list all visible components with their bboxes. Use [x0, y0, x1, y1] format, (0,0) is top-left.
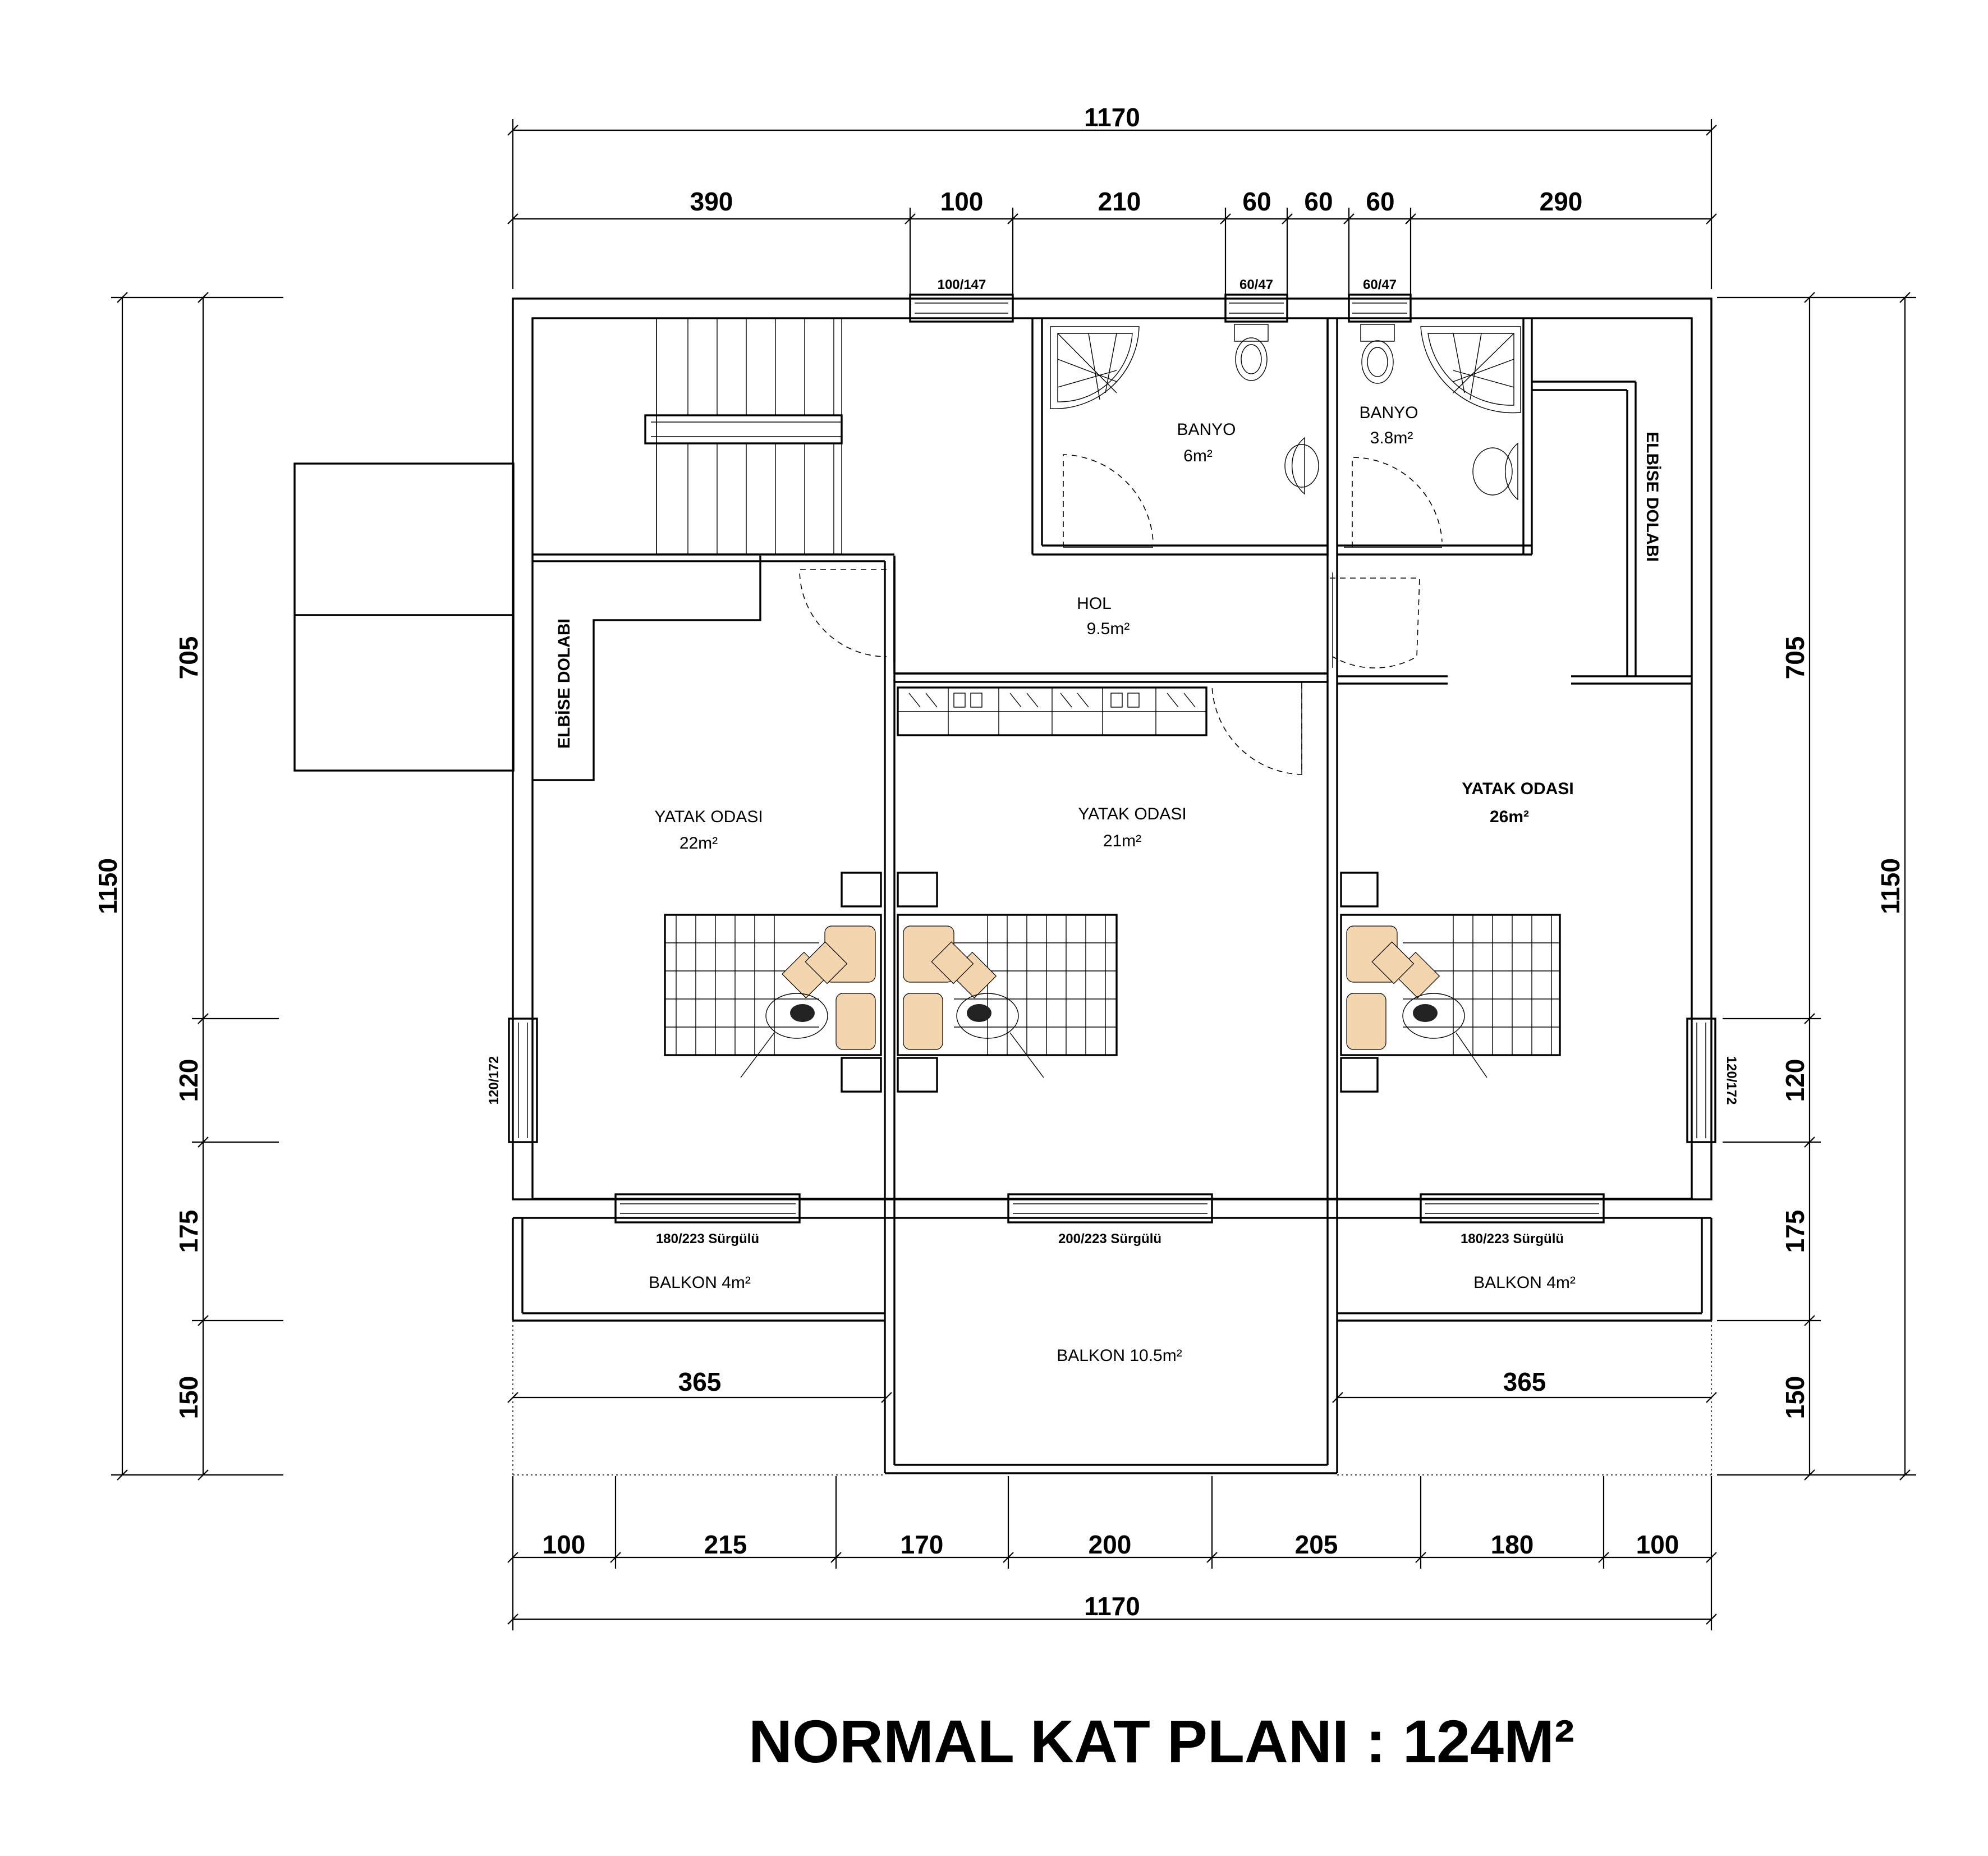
bath1-area: 6m² — [1183, 447, 1213, 465]
bed-right-name: YATAK ODASI — [1462, 780, 1573, 798]
dim-right-seg-2: 120 — [1780, 1059, 1810, 1102]
bed-left — [664, 872, 882, 1093]
bath1-name: BANYO — [1177, 420, 1236, 439]
hall-closet — [897, 686, 1208, 736]
bathroom-fixtures — [1050, 324, 1521, 501]
dimension-labels: 1170 390 100 210 60 60 60 290 100 215 17… — [93, 103, 1905, 1621]
dim-right-seg-3: 175 — [1780, 1210, 1810, 1253]
dim-bottom-seg-4: 200 — [1089, 1530, 1132, 1559]
dim-left-seg-3: 175 — [174, 1210, 203, 1253]
dim-top-seg-6: 60 — [1366, 187, 1394, 216]
staircase — [644, 318, 843, 554]
dim-bottom-seg-2: 215 — [704, 1530, 747, 1559]
dim-top-total: 1170 — [1084, 103, 1140, 132]
dim-balcony-right: 365 — [1503, 1367, 1546, 1396]
dim-bottom-seg-7: 100 — [1636, 1530, 1679, 1559]
dim-right-seg-4: 150 — [1780, 1376, 1810, 1419]
bed-left-area: 22m² — [679, 834, 718, 853]
balcony-left-label: BALKON 4m² — [649, 1273, 751, 1292]
bed-mid-name: YATAK ODASI — [1078, 805, 1186, 823]
dim-top-seg-3: 210 — [1098, 187, 1141, 216]
dim-left-seg-1: 705 — [174, 636, 203, 680]
dim-bottom-seg-6: 180 — [1491, 1530, 1534, 1559]
dim-left-seg-4: 150 — [174, 1376, 203, 1419]
bed-middle — [897, 872, 1118, 1093]
walls — [512, 297, 1712, 1475]
window-label-top-bath2: 60/47 — [1363, 277, 1397, 292]
dimension-lines — [111, 119, 1916, 1630]
windows — [508, 294, 1716, 1223]
dim-top-seg-7: 290 — [1540, 187, 1583, 216]
window-label-bottom-left: 180/223 Sürgülü — [656, 1231, 759, 1247]
window-label-right: 120/172 — [1724, 1056, 1739, 1105]
bath2-name: BANYO — [1359, 404, 1418, 422]
bed-left-name: YATAK ODASI — [654, 808, 763, 826]
balcony-mid-label: BALKON 10.5m² — [1057, 1346, 1182, 1365]
bed-right-area: 26m² — [1490, 808, 1529, 826]
dim-bottom-total: 1170 — [1084, 1592, 1140, 1621]
window-label-left: 120/172 — [486, 1056, 502, 1105]
wardrobe-right-label: ELBİSE DOLABI — [1643, 432, 1661, 562]
dim-top-seg-1: 390 — [690, 187, 733, 216]
hall-area: 9.5m² — [1087, 620, 1130, 638]
exterior-annex — [293, 462, 515, 772]
hall-name: HOL — [1077, 594, 1112, 613]
window-labels: 100/147 60/47 60/47 120/172 120/172 180/… — [486, 277, 1739, 1247]
dim-top-seg-4: 60 — [1242, 187, 1271, 216]
dim-bottom-seg-3: 170 — [901, 1530, 944, 1559]
wardrobe-left-label: ELBİSE DOLABI — [555, 618, 573, 749]
dim-top-seg-5: 60 — [1304, 187, 1333, 216]
doors — [799, 454, 1443, 775]
window-label-bottom-mid: 200/223 Sürgülü — [1058, 1231, 1161, 1247]
window-label-top-bath1: 60/47 — [1239, 277, 1273, 292]
dim-right-total: 1150 — [1876, 858, 1905, 914]
window-label-bottom-right: 180/223 Sürgülü — [1461, 1231, 1564, 1247]
plan-title: NORMAL KAT PLANI : 124M² — [749, 1707, 1574, 1775]
bed-right — [1340, 872, 1561, 1093]
dim-right-seg-1: 705 — [1780, 636, 1810, 680]
dim-bottom-seg-1: 100 — [543, 1530, 586, 1559]
balcony-right-label: BALKON 4m² — [1473, 1273, 1576, 1292]
room-labels: BANYO 6m² BANYO 3.8m² HOL 9.5m² ELBİSE D… — [555, 404, 1661, 1365]
window-label-top-stair: 100/147 — [938, 277, 986, 292]
dim-top-seg-2: 100 — [940, 187, 984, 216]
dim-left-seg-2: 120 — [174, 1059, 203, 1102]
dim-bottom-seg-5: 205 — [1295, 1530, 1338, 1559]
dim-left-total: 1150 — [93, 858, 122, 914]
bed-mid-area: 21m² — [1103, 832, 1141, 850]
dim-balcony-left: 365 — [678, 1367, 722, 1396]
bath2-area: 3.8m² — [1370, 429, 1413, 447]
